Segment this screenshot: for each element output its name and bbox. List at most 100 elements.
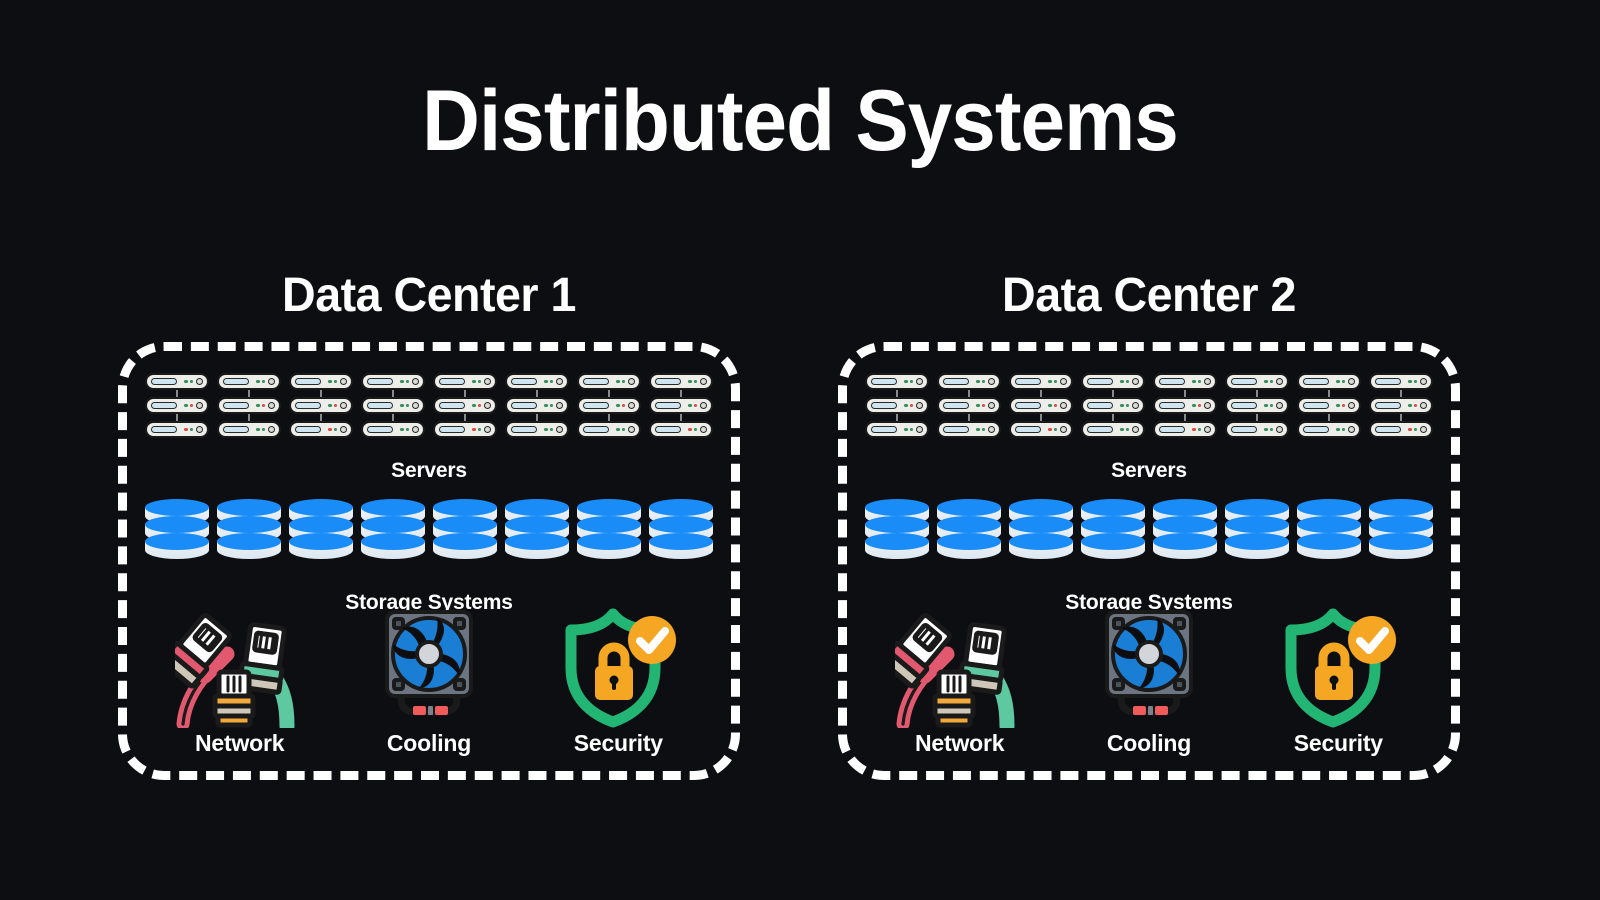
server-unit[interactable]: [577, 421, 641, 438]
server-unit[interactable]: [649, 397, 713, 414]
server-slot-icon: [583, 426, 609, 433]
feature-security[interactable]: Security: [533, 606, 703, 757]
server-led-group: [1120, 426, 1139, 433]
server-unit[interactable]: [1297, 397, 1361, 414]
server-column: [1153, 373, 1217, 438]
server-unit[interactable]: [1225, 373, 1289, 390]
server-unit[interactable]: [361, 373, 425, 390]
storage-stack[interactable]: [289, 499, 353, 559]
server-unit[interactable]: [649, 373, 713, 390]
server-unit[interactable]: [289, 373, 353, 390]
server-unit[interactable]: [1153, 373, 1217, 390]
server-slot-icon: [511, 402, 537, 409]
server-unit[interactable]: [433, 397, 497, 414]
server-led-group: [1192, 378, 1211, 385]
server-led-group: [904, 426, 923, 433]
server-unit[interactable]: [1297, 421, 1361, 438]
server-unit[interactable]: [1153, 421, 1217, 438]
server-led-group: [1408, 402, 1427, 409]
storage-stack[interactable]: [1369, 499, 1433, 559]
server-unit[interactable]: [505, 373, 569, 390]
server-unit[interactable]: [937, 397, 1001, 414]
server-column: [937, 373, 1001, 438]
storage-stack[interactable]: [1153, 499, 1217, 559]
server-unit[interactable]: [649, 421, 713, 438]
feature-network[interactable]: Network: [155, 606, 325, 757]
storage-stack[interactable]: [1297, 499, 1361, 559]
server-unit[interactable]: [505, 397, 569, 414]
server-unit[interactable]: [1009, 373, 1073, 390]
server-unit[interactable]: [145, 397, 209, 414]
server-knob-icon: [1204, 402, 1211, 409]
server-led-group: [472, 378, 491, 385]
storage-stack[interactable]: [145, 499, 209, 559]
server-slot-icon: [1015, 378, 1041, 385]
server-unit[interactable]: [217, 397, 281, 414]
server-unit[interactable]: [433, 421, 497, 438]
server-unit[interactable]: [865, 373, 929, 390]
storage-stack[interactable]: [1225, 499, 1289, 559]
storage-stack[interactable]: [505, 499, 569, 559]
storage-stack[interactable]: [1081, 499, 1145, 559]
server-slot-icon: [1087, 402, 1113, 409]
server-unit[interactable]: [577, 397, 641, 414]
server-knob-icon: [1348, 378, 1355, 385]
storage-stack[interactable]: [217, 499, 281, 559]
server-link: [247, 414, 251, 421]
server-unit[interactable]: [865, 397, 929, 414]
server-unit[interactable]: [361, 421, 425, 438]
server-unit[interactable]: [289, 421, 353, 438]
server-led-group: [1192, 426, 1211, 433]
server-slot-icon: [1375, 426, 1401, 433]
server-slot-icon: [295, 402, 321, 409]
server-unit[interactable]: [1369, 421, 1433, 438]
storage-stack[interactable]: [1009, 499, 1073, 559]
server-unit[interactable]: [145, 373, 209, 390]
feature-label: Security: [1293, 730, 1383, 756]
server-unit[interactable]: [145, 421, 209, 438]
storage-stack[interactable]: [865, 499, 929, 559]
server-knob-icon: [412, 426, 419, 433]
storage-stack[interactable]: [937, 499, 1001, 559]
server-unit[interactable]: [289, 397, 353, 414]
server-unit[interactable]: [865, 421, 929, 438]
server-link: [535, 414, 539, 421]
server-link: [175, 414, 179, 421]
server-unit[interactable]: [1225, 421, 1289, 438]
server-knob-icon: [556, 378, 563, 385]
server-link: [1255, 414, 1259, 421]
feature-cooling[interactable]: Cooling: [1064, 606, 1234, 757]
feature-cooling[interactable]: Cooling: [344, 606, 514, 757]
server-knob-icon: [196, 402, 203, 409]
server-link: [1399, 390, 1403, 397]
feature-network[interactable]: Network: [875, 606, 1045, 757]
server-unit[interactable]: [505, 421, 569, 438]
server-column: [217, 373, 281, 438]
storage-stack[interactable]: [361, 499, 425, 559]
server-unit[interactable]: [361, 397, 425, 414]
server-rack-grid: [145, 373, 713, 438]
server-unit[interactable]: [1009, 397, 1073, 414]
storage-stack[interactable]: [649, 499, 713, 559]
server-unit[interactable]: [577, 373, 641, 390]
storage-stack[interactable]: [433, 499, 497, 559]
server-unit[interactable]: [1369, 373, 1433, 390]
server-unit[interactable]: [1225, 397, 1289, 414]
server-column: [1009, 373, 1073, 438]
server-unit[interactable]: [433, 373, 497, 390]
server-unit[interactable]: [1153, 397, 1217, 414]
server-unit[interactable]: [937, 421, 1001, 438]
server-unit[interactable]: [1081, 397, 1145, 414]
feature-security[interactable]: Security: [1253, 606, 1423, 757]
server-unit[interactable]: [1081, 421, 1145, 438]
server-link: [391, 390, 395, 397]
server-unit[interactable]: [217, 373, 281, 390]
server-unit[interactable]: [217, 421, 281, 438]
server-unit[interactable]: [937, 373, 1001, 390]
server-unit[interactable]: [1009, 421, 1073, 438]
server-unit[interactable]: [1297, 373, 1361, 390]
storage-stack[interactable]: [577, 499, 641, 559]
cooling-fan-icon: [1064, 606, 1234, 728]
server-unit[interactable]: [1369, 397, 1433, 414]
server-unit[interactable]: [1081, 373, 1145, 390]
